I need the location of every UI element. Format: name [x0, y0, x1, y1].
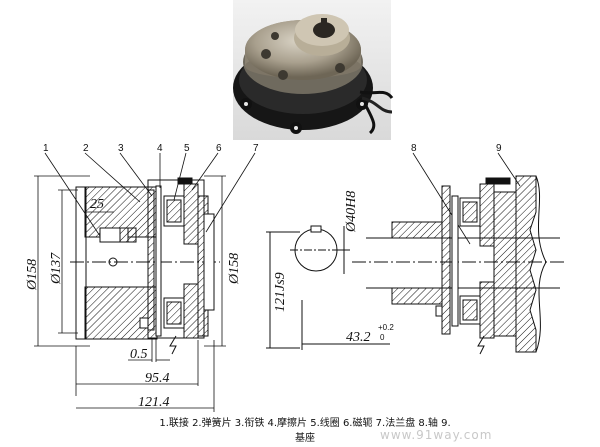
callout-5: 5: [184, 143, 190, 154]
dim-158-left: Ø158: [25, 259, 40, 291]
callout-8: 8: [411, 143, 417, 154]
callout-2: 2: [83, 143, 89, 154]
dim-43-2: 43.2: [346, 330, 371, 345]
dimension-labels: 25 Ø158 Ø137 Ø158 Ø40H8 121Js9 0.5 95.4 …: [25, 191, 394, 410]
dim-43-2-tol-lower: 0: [380, 333, 385, 342]
left-dimension-lines: [34, 175, 226, 412]
callout-numbers: 1 2 3 4 5 6 7 8 9: [43, 143, 502, 154]
callout-3: 3: [118, 143, 124, 154]
callout-4: 4: [157, 143, 163, 154]
dim-121-4: 121.4: [138, 395, 170, 410]
dim-121js9: 121Js9: [273, 272, 288, 312]
callout-9: 9: [496, 143, 502, 154]
parts-legend: 1.联接 2.弹簧片 3.衔铁 4.摩擦片 5.线圈 6.磁轭 7.法兰盘 8.…: [159, 418, 451, 444]
watermark-text: www.91way.com: [380, 428, 493, 442]
left-section-view: [70, 177, 220, 355]
dim-158-right: Ø158: [227, 253, 242, 285]
right-section-view: [352, 175, 566, 355]
dim-137: Ø137: [49, 252, 64, 285]
shaft-keyway-view: [266, 225, 390, 350]
dim-95-4: 95.4: [145, 371, 170, 386]
product-photo: [233, 0, 394, 140]
dim-43-2-tol-upper: +0.2: [378, 323, 394, 332]
callout-7: 7: [253, 143, 259, 154]
callout-1: 1: [43, 143, 49, 154]
dim-40h8: Ø40H8: [344, 191, 359, 233]
dim-0-5: 0.5: [130, 347, 148, 362]
dim-25: 25: [90, 197, 104, 212]
callout-6: 6: [216, 143, 222, 154]
